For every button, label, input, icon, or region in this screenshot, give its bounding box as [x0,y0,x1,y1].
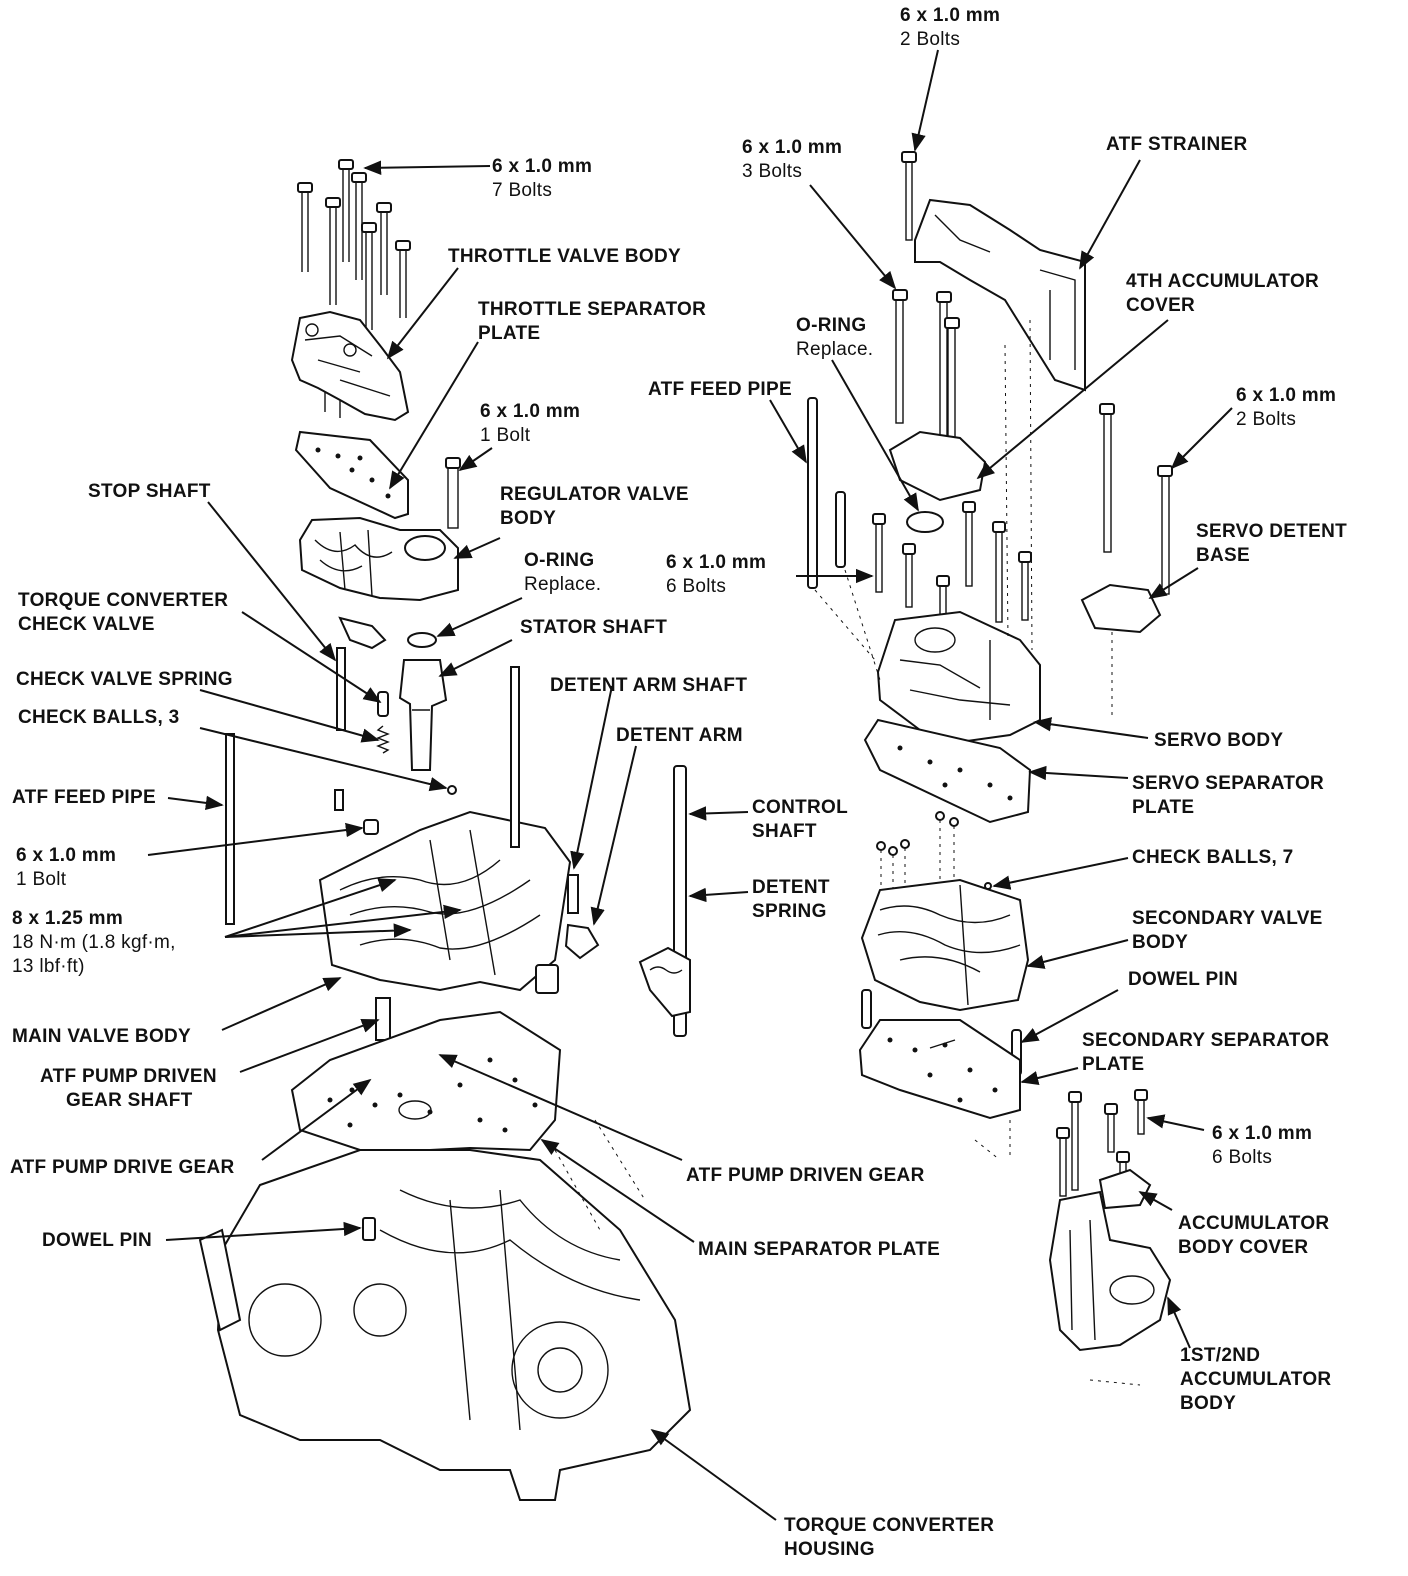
label-stop-shaft: STOP SHAFT [88,481,211,502]
bolts-8-torque-2: 13 lbf·ft) [12,956,85,977]
label-detent-arm: DETENT ARM [616,725,743,746]
label-throttle-separator-plate-2: PLATE [478,323,541,344]
label-atf-strainer: ATF STRAINER [1106,134,1248,155]
servo-body [876,610,1041,744]
label-atf-pump-driven-gear-shaft-2: GEAR SHAFT [66,1090,193,1111]
label-servo-separator-plate-2: PLATE [1132,797,1195,818]
main-valve-body [225,666,600,994]
servo-separator-plate [863,718,1032,824]
label-detent-arm-shaft: DETENT ARM SHAFT [550,675,748,696]
label-check-valve-spring: CHECK VALVE SPRING [16,669,233,690]
bolts-6-size: 6 x 1.0 mm [666,552,767,573]
bolts-8-torque-1: 18 N·m (1.8 kgf·m, [12,932,176,953]
label-torque-converter-check-valve-2: CHECK VALVE [18,614,155,635]
label-4th-accumulator-cover-2: COVER [1126,295,1196,316]
label-dowel-pin-left: DOWEL PIN [42,1230,153,1251]
label-servo-separator-plate-1: SERVO SEPARATOR [1132,773,1325,794]
label-torque-converter-check-valve-1: TORQUE CONVERTER [18,590,229,611]
label-detent-spring-2: SPRING [752,901,827,922]
label-torque-converter-housing-1: TORQUE CONVERTER [784,1515,995,1536]
label-main-valve-body: MAIN VALVE BODY [12,1026,192,1047]
throttle-bolts [297,159,411,330]
control-shaft-assembly [638,765,691,1037]
servo-detent-base [1080,583,1162,720]
bolts-3-qty: 3 Bolts [742,161,803,182]
bolts-right-2-size: 6 x 1.0 mm [1236,385,1337,406]
label-stator-shaft: STATOR SHAFT [520,617,668,638]
label-secondary-valve-body-2: BODY [1132,932,1189,953]
label-servo-detent-base-1: SERVO DETENT [1196,521,1348,542]
leader-lines [147,49,1233,1521]
bolts-7-qty: 7 Bolts [492,180,553,201]
label-main-separator-plate: MAIN SEPARATOR PLATE [698,1239,941,1260]
label-atf-pump-driven-gear-shaft-1: ATF PUMP DRIVEN [40,1066,217,1087]
atf-strainer [901,151,1086,392]
label-servo-body: SERVO BODY [1154,730,1284,751]
small-parts-left [336,616,457,795]
assembly-guides [554,319,1033,1231]
label-accumulator-body-cover-1: ACCUMULATOR [1178,1213,1330,1234]
label-4th-accumulator-cover-1: 4TH ACCUMULATOR [1126,271,1320,292]
label-atf-pump-drive-gear: ATF PUMP DRIVE GEAR [10,1157,235,1178]
label-control-shaft-2: SHAFT [752,821,817,842]
secondary-valve-body [860,878,1030,1012]
label-oring-left: O-RING [524,550,595,571]
label-atf-feed-pipe-right: ATF FEED PIPE [648,379,792,400]
bolts-top-2-qty: 2 Bolts [900,29,961,50]
label-atf-pump-driven-gear: ATF PUMP DRIVEN GEAR [686,1165,925,1186]
label-control-shaft-1: CONTROL [752,797,849,818]
bolt-1-size: 6 x 1.0 mm [480,401,581,422]
label-oring-right-note: Replace. [796,339,874,360]
label-check-balls-7: CHECK BALLS, 7 [1132,847,1294,868]
bolts-6-qty: 6 Bolts [666,576,727,597]
bolt-1-qty: 1 Bolt [480,425,531,446]
label-1st-2nd-accumulator-body-1: 1ST/2ND [1180,1345,1261,1366]
label-secondary-valve-body-1: SECONDARY VALVE [1132,908,1323,929]
bolts-8-size: 8 x 1.25 mm [12,908,124,929]
accumulator-bolts [1056,1089,1148,1197]
label-1st-2nd-accumulator-body-2: ACCUMULATOR [1180,1369,1332,1390]
label-regulator-valve-body-2: BODY [500,508,557,529]
atf-feed-pipe-right [807,397,1173,625]
accumulator-4th-cover [888,289,987,533]
bolt-left-1-size: 6 x 1.0 mm [16,845,117,866]
regulator-valve-body [298,457,461,602]
bolts-7-size: 6 x 1.0 mm [492,156,593,177]
label-oring-left-note: Replace. [524,574,602,595]
label-torque-converter-housing-2: HOUSING [784,1539,875,1560]
label-accumulator-body-cover-2: BODY COVER [1178,1237,1309,1258]
accumulator-body [1048,1168,1172,1386]
secondary-separator-plate [858,989,1022,1120]
main-separator-plate [290,1010,562,1152]
label-secondary-separator-plate-2: PLATE [1082,1054,1145,1075]
stator-shaft [398,632,448,771]
label-oring-right: O-RING [796,315,867,336]
bolts-top-2-size: 6 x 1.0 mm [900,5,1001,26]
bolts-3-size: 6 x 1.0 mm [742,137,843,158]
label-servo-detent-base-2: BASE [1196,545,1250,566]
throttle-valve-body [290,310,410,422]
bolts-6b-qty: 6 Bolts [1212,1147,1273,1168]
label-detent-spring-1: DETENT [752,877,830,898]
bolt-left-1-qty: 1 Bolt [16,869,67,890]
label-throttle-valve-body: THROTTLE VALVE BODY [448,246,681,267]
throttle-separator-plate [294,430,409,520]
label-1st-2nd-accumulator-body-3: BODY [1180,1393,1237,1414]
label-secondary-separator-plate-1: SECONDARY SEPARATOR [1082,1030,1330,1051]
bolts-right-2-qty: 2 Bolts [1236,409,1297,430]
label-dowel-pin-right: DOWEL PIN [1128,969,1239,990]
label-check-balls-3: CHECK BALLS, 3 [18,707,180,728]
label-throttle-separator-plate-1: THROTTLE SEPARATOR [478,299,707,320]
torque-converter-housing [198,1149,692,1501]
bolts-6b-size: 6 x 1.0 mm [1212,1123,1313,1144]
label-regulator-valve-body-1: REGULATOR VALVE [500,484,689,505]
label-atf-feed-pipe-left: ATF FEED PIPE [12,787,156,808]
